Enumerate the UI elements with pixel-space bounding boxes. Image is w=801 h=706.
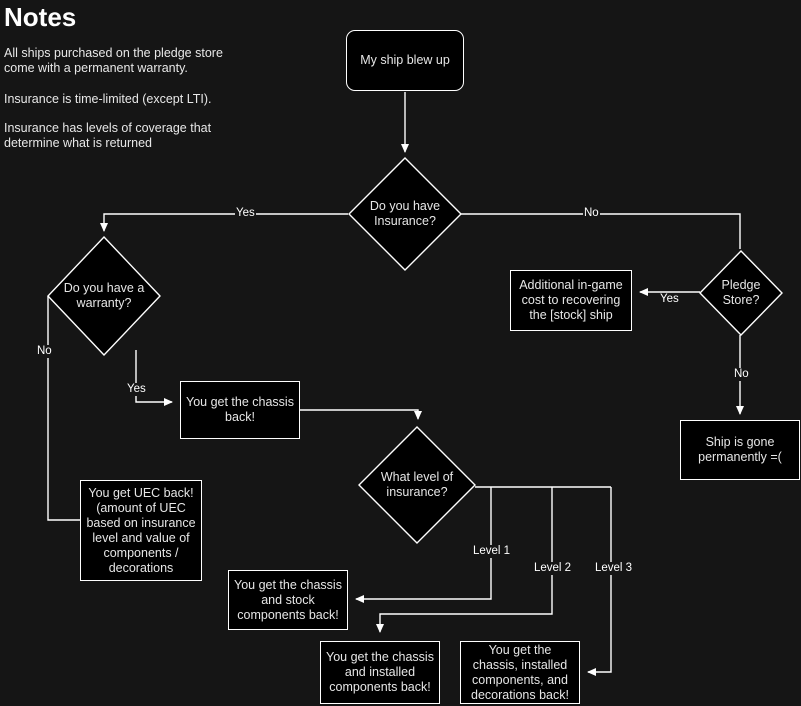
node-chassis-stock-label: You get the chassis and stock components… [234,577,342,622]
notes-heading: Notes [4,2,77,32]
notes-paragraph-2: Insurance is time-limited (except LTI). [4,92,212,106]
node-what-level[interactable]: What level of insurance? [358,426,476,544]
notes-paragraph-1: All ships purchased on the pledge store … [4,46,223,75]
node-ship-gone-label: Ship is gone permanently =( [698,435,782,464]
node-additional-cost[interactable]: Additional in-game cost to recovering th… [510,270,632,331]
edge-label-pledge-no: No [733,368,750,381]
node-chassis-back-label: You get the chassis back! [186,395,294,424]
node-have-insurance-label: Do you have Insurance? [369,199,441,228]
node-additional-cost-label: Additional in-game cost to recovering th… [519,278,623,322]
node-start-label: My ship blew up [360,53,450,67]
edge-label-level-3: Level 3 [594,562,634,575]
node-ship-gone[interactable]: Ship is gone permanently =( [680,420,800,480]
node-have-warranty-label: Do you have a warranty? [63,281,145,310]
node-chassis-back[interactable]: You get the chassis back! [180,381,300,439]
node-chassis-decorations[interactable]: You get the chassis, installed component… [460,641,580,704]
node-have-warranty[interactable]: Do you have a warranty? [47,236,161,356]
edge-label-warranty-no: No [36,345,53,358]
diamond-outline [348,157,462,271]
edge-label-insurance-yes: Yes [235,207,256,220]
edge-label-level-1: Level 1 [472,545,512,558]
node-start[interactable]: My ship blew up [346,30,464,91]
diamond-outline [358,426,476,544]
diamond-outline [47,236,161,356]
node-chassis-installed[interactable]: You get the chassis and installed compon… [320,641,440,704]
node-pledge-store[interactable]: Pledge Store? [699,250,783,336]
node-chassis-decorations-label: You get the chassis, installed component… [471,642,569,702]
notes-paragraph-3: Insurance has levels of coverage that de… [4,121,212,150]
edge-label-insurance-no: No [583,207,600,220]
edge-label-warranty-yes: Yes [126,383,147,396]
diamond-outline [699,250,783,336]
edge-label-level-2: Level 2 [533,562,573,575]
node-uec-back-label: You get UEC back! (amount of UEC based o… [86,485,196,575]
node-what-level-label: What level of insurance? [380,470,454,499]
node-chassis-stock[interactable]: You get the chassis and stock components… [228,570,348,630]
node-have-insurance[interactable]: Do you have Insurance? [348,157,462,271]
node-chassis-installed-label: You get the chassis and installed compon… [326,650,434,694]
edge-label-pledge-yes: Yes [659,293,680,306]
node-pledge-store-label: Pledge Store? [721,278,761,307]
node-uec-back[interactable]: You get UEC back! (amount of UEC based o… [80,480,202,581]
